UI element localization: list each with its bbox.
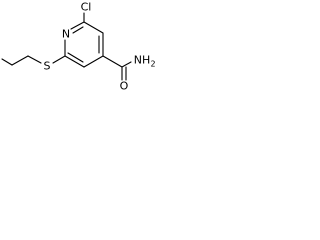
bond-n1-c2	[70, 21, 85, 30]
bond-c2-c3	[83, 21, 104, 34]
chemical-structure-diagram: Cl N S O NH 2	[1, 1, 156, 93]
bond-c4-c5	[83, 55, 104, 68]
oxygen-atom-label: O	[120, 80, 129, 93]
amide-group-label: NH 2	[134, 54, 156, 69]
bond-c4-carbonyl	[102, 55, 123, 68]
bond-carbonyl-amide	[121, 61, 132, 68]
amide-nh-label: NH	[134, 54, 151, 67]
amide-subscript-label: 2	[150, 60, 155, 69]
bond-c5-c6	[64, 55, 85, 68]
chlorine-atom-label: Cl	[81, 1, 92, 14]
bond-propyl-c1-c2	[11, 55, 29, 66]
bond-c6-s	[52, 55, 66, 64]
bond-propyl-c2-c3	[1, 58, 13, 66]
sulfur-atom-label: S	[44, 60, 51, 73]
bond-c5-c6-double	[67, 52, 84, 63]
nitrogen-atom-label: N	[62, 28, 70, 41]
bond-n1-c2-double	[72, 26, 84, 34]
bond-s-c1	[27, 55, 42, 64]
